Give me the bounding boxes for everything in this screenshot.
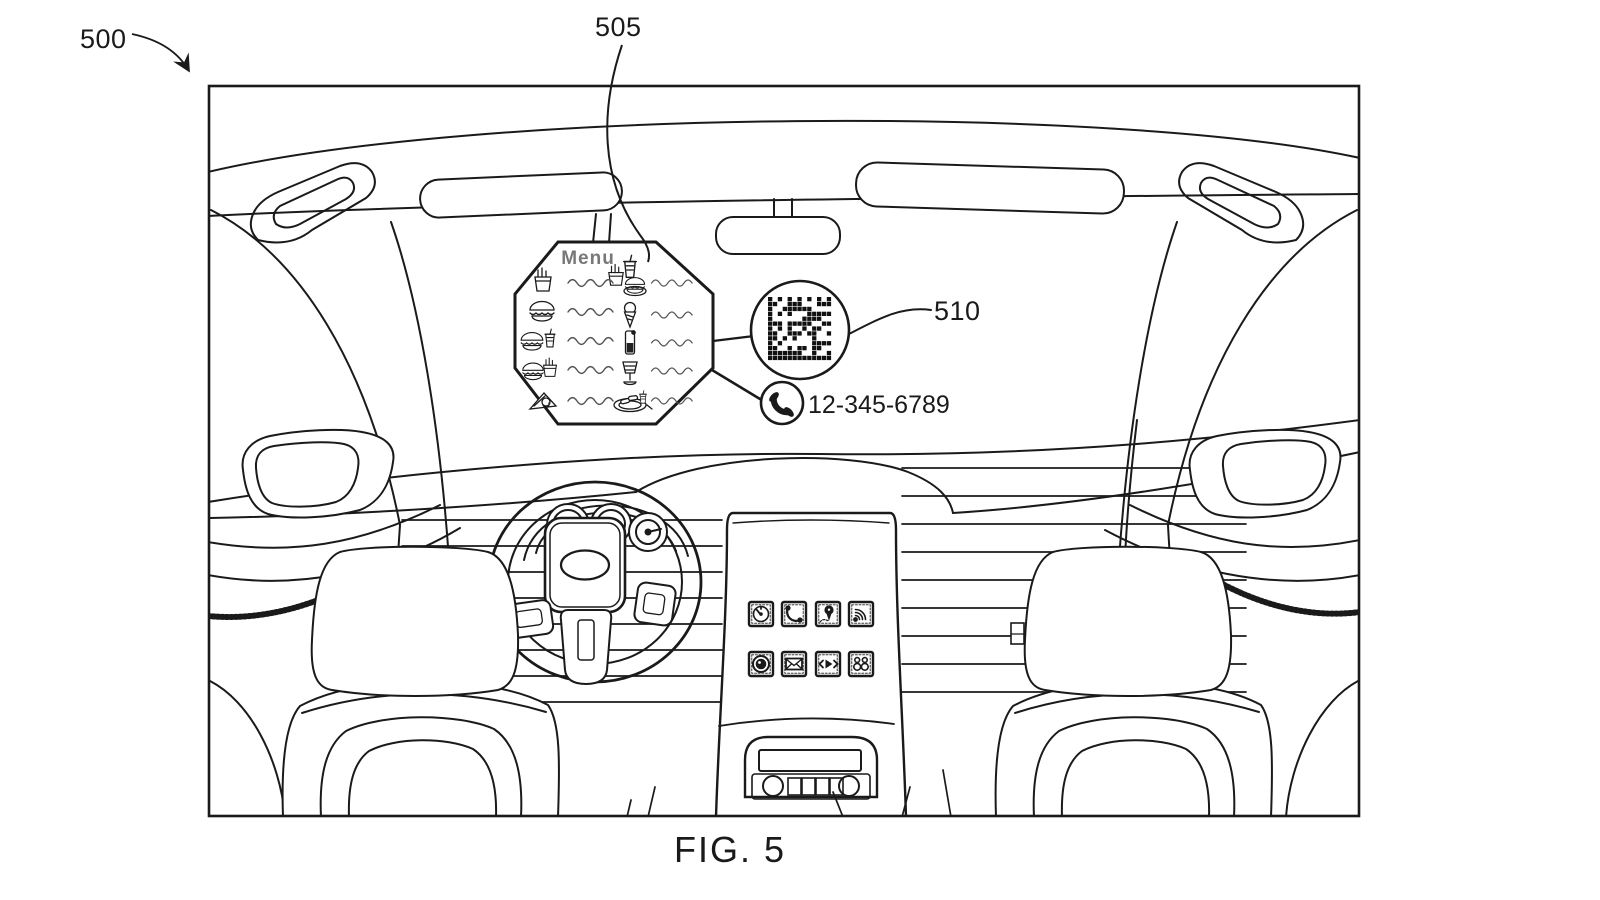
driver-headrest — [310, 545, 520, 697]
ref-label-510: 510 — [934, 296, 981, 326]
menu-title: Menu — [561, 248, 615, 269]
mail-icon — [785, 657, 803, 671]
leader-arrow-500 — [131, 33, 190, 73]
dash-binnacle — [635, 457, 954, 514]
driver-seat — [281, 545, 560, 816]
leader-line-510 — [848, 308, 932, 335]
menu-to-qr-link-line — [711, 334, 756, 343]
media-playback-icon — [818, 659, 839, 669]
menu-item-platter — [613, 390, 653, 413]
leader-line-505 — [606, 44, 650, 263]
menu-items — [520, 254, 693, 413]
passenger-seat — [994, 545, 1273, 816]
phone-bubble — [759, 380, 805, 426]
wheel-hub — [543, 516, 627, 614]
rearview-mirror — [715, 216, 841, 255]
steering-wheel — [487, 480, 703, 686]
console-button-contacts — [847, 650, 875, 678]
phone-number: 12-345-6789 — [808, 391, 950, 419]
menu-to-phone-link-line — [710, 368, 762, 401]
contacts-icon — [853, 656, 870, 672]
left-sun-visor — [419, 171, 623, 219]
console-button-camera — [747, 650, 775, 678]
navigation-pin-icon — [819, 605, 834, 623]
left-grab-handle — [249, 162, 376, 244]
figure-frame — [207, 84, 1361, 818]
menu-board — [513, 240, 715, 426]
right-sun-visor — [855, 161, 1125, 215]
menu-item-bottle — [624, 330, 636, 355]
left-a-pillar — [210, 209, 402, 563]
menu-item-ice-cream — [623, 301, 637, 329]
visor-arm — [592, 213, 612, 244]
wireless-signal-icon — [853, 608, 867, 622]
mirror-stem — [773, 198, 793, 218]
phone-contact: 12-345-6789 — [759, 380, 950, 426]
menu-item-combo — [608, 254, 647, 297]
phone-icon — [785, 605, 803, 623]
radio-knob-left — [762, 775, 784, 797]
wheel-spokes — [505, 581, 677, 686]
console-button-phone — [780, 600, 808, 628]
center-console — [714, 511, 908, 816]
left-door-mirror — [241, 428, 395, 519]
roof-edge — [210, 119, 1358, 173]
figure-caption: FIG. 5 — [674, 829, 786, 870]
menu-item-sundae — [622, 361, 638, 386]
radio-display — [758, 749, 862, 772]
console-button-media — [814, 650, 842, 678]
qr-code-icon — [768, 297, 832, 361]
console-button-mail — [780, 650, 808, 678]
console-button-navigation — [814, 600, 842, 628]
car-interior-drawing: Menu — [210, 119, 1358, 816]
phone-icon — [769, 392, 794, 417]
radio-knob-right — [838, 775, 860, 797]
right-grab-handle — [1178, 162, 1305, 244]
console-buttons — [747, 600, 875, 678]
right-door-mirror — [1188, 428, 1342, 519]
ref-label-500: 500 — [80, 24, 127, 54]
projected-menu-display: Menu — [513, 240, 762, 426]
passenger-headrest — [1023, 545, 1233, 697]
radio-preset-buttons — [787, 777, 844, 796]
console-button-wireless — [847, 600, 875, 628]
menu-item-wrap — [528, 392, 558, 410]
ref-label-505: 505 — [595, 12, 642, 42]
radio-unit — [743, 735, 879, 800]
qr-code-bubble — [749, 279, 932, 381]
floor-lines — [626, 769, 952, 816]
console-button-gauge — [747, 600, 775, 628]
gauge-icon — [752, 605, 770, 623]
camera-lens-icon — [752, 655, 770, 673]
